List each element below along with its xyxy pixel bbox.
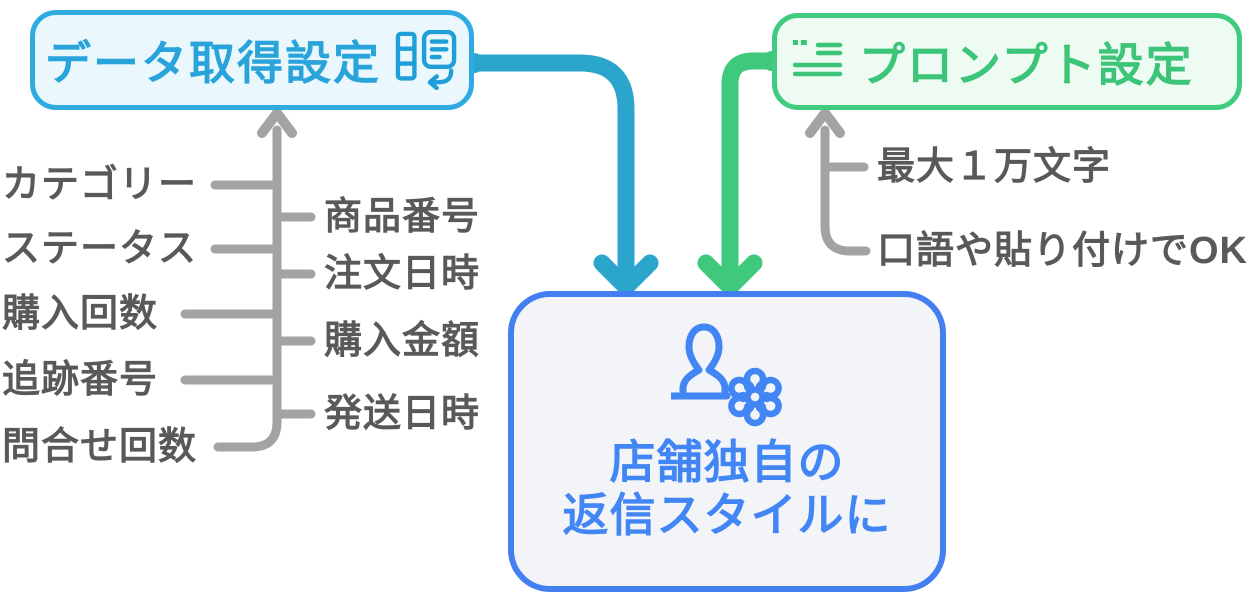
right-tree-up-arrowhead [805, 108, 845, 138]
green-arrowhead [697, 254, 763, 296]
field-label-status: ステータス [2, 228, 198, 270]
field-label-item-number: 商品番号 [324, 196, 481, 238]
field-label-purchase-count: 購入回数 [2, 293, 159, 335]
left-tree-up-arrowhead [257, 108, 297, 138]
left-tree-spine [213, 125, 282, 452]
teal-arrowhead [593, 254, 659, 296]
data-source-box: データ取得設定 [30, 10, 474, 110]
field-label-tracking-number: 追跡番号 [2, 359, 159, 401]
user-gear-icon [671, 323, 782, 427]
right-tree-spine [820, 125, 871, 256]
prompt-note-colloquial: 口語や貼り付けでOK [877, 230, 1249, 272]
data-source-title: データ取得設定 [45, 37, 381, 89]
quote-text-icon: “ [793, 40, 843, 76]
result-title-line2: 返信スタイルに [562, 489, 892, 541]
prompt-settings-box: “ プロンプト設定 [772, 13, 1242, 110]
field-label-ship-datetime: 発送日時 [324, 393, 481, 435]
green-flow-arrow [721, 52, 781, 290]
prompt-note-max-chars: 最大１万文字 [877, 146, 1112, 188]
field-label-category: カテゴリー [2, 164, 198, 206]
prompt-settings-title: プロンプト設定 [859, 38, 1194, 91]
database-sync-icon [395, 30, 457, 90]
field-label-order-datetime: 注文日時 [324, 253, 481, 295]
teal-flow-arrow [465, 54, 635, 290]
field-label-purchase-amount: 購入金額 [324, 320, 481, 362]
result-box: 店舗独自の 返信スタイルに [508, 291, 946, 592]
result-title-line1: 店舗独自の [609, 436, 845, 488]
field-label-inquiry-count: 問合せ回数 [2, 426, 198, 468]
